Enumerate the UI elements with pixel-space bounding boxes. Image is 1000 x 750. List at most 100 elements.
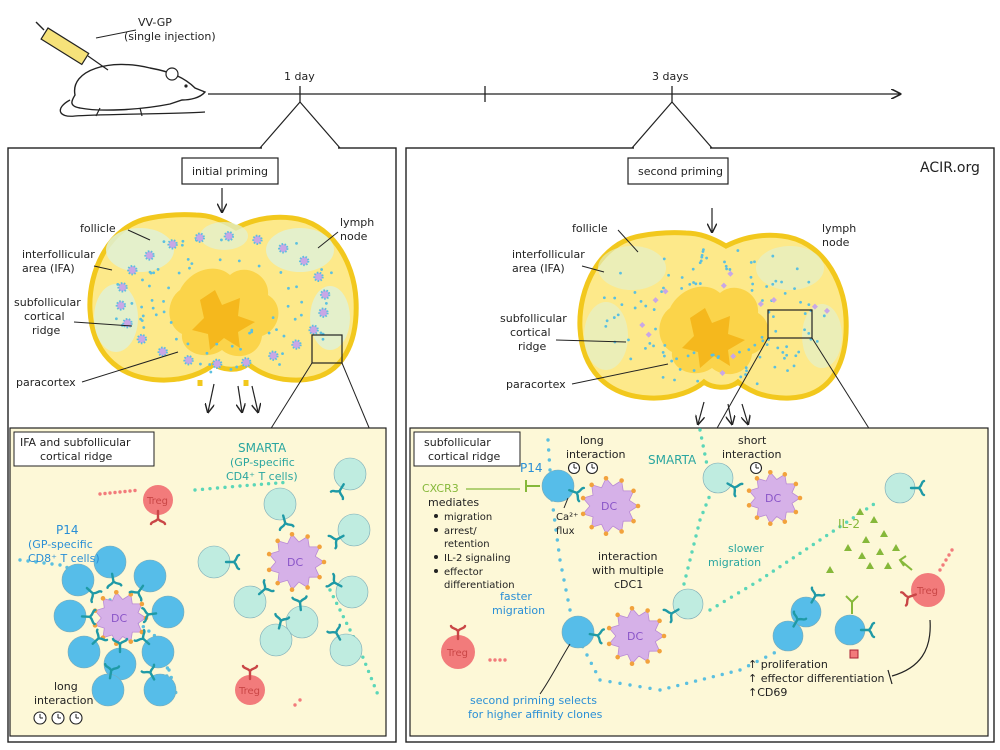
node-cell-dot bbox=[728, 268, 732, 271]
trail-dot bbox=[844, 520, 849, 524]
tcr-receptor bbox=[325, 572, 343, 588]
node-cell-dot bbox=[758, 355, 762, 359]
p14-label: P14 bbox=[56, 523, 79, 537]
node-cell-dot bbox=[612, 316, 616, 319]
dc-cluster bbox=[167, 239, 178, 250]
trail-dot bbox=[682, 582, 686, 586]
left-zoom-title: IFA and subfollicular bbox=[20, 436, 131, 449]
node-cell-dot bbox=[744, 366, 748, 370]
trail-dot bbox=[598, 678, 602, 682]
trail-dot bbox=[707, 495, 711, 500]
smarta-label: SMARTA bbox=[238, 441, 287, 455]
treg-cell bbox=[235, 675, 265, 705]
node-cell-dot bbox=[661, 351, 665, 354]
bullet-differentiation: differentiation bbox=[444, 580, 515, 591]
trail-dot bbox=[618, 681, 622, 686]
node-cell-dot bbox=[180, 243, 184, 247]
trail-dot bbox=[798, 551, 802, 556]
trail-dot bbox=[704, 503, 708, 507]
faster-migration-label-2: migration bbox=[492, 604, 545, 617]
right-label-ridge-2: cortical bbox=[510, 326, 551, 339]
trail-dot bbox=[698, 428, 702, 432]
trail-dot bbox=[554, 528, 558, 532]
node-cell-dot bbox=[783, 356, 786, 360]
node-cell-dot bbox=[815, 339, 819, 343]
trail-dot bbox=[804, 547, 809, 551]
node-cell-dot bbox=[780, 280, 783, 284]
il2-molecule bbox=[880, 530, 888, 537]
trail-dot bbox=[638, 684, 642, 689]
dc-antigen-tip bbox=[317, 544, 322, 550]
node-cell-dot bbox=[250, 328, 254, 332]
dc-speck bbox=[727, 270, 734, 277]
dendritic-cell bbox=[94, 591, 147, 645]
node-cell-dot bbox=[696, 379, 700, 383]
right-zoom-square bbox=[767, 309, 813, 339]
node-cell-dot bbox=[229, 368, 233, 371]
dc-antigen-tip bbox=[782, 519, 788, 524]
trail-dot bbox=[18, 558, 22, 562]
node-cell-dot bbox=[765, 285, 769, 288]
effect-proliferation: ↑ proliferation bbox=[748, 658, 828, 671]
node-cell-dot bbox=[239, 347, 242, 351]
trail-dot bbox=[328, 588, 332, 592]
ca-flux-label-2: flux bbox=[556, 526, 575, 537]
tcr-receptor bbox=[104, 662, 121, 680]
node-cell-dot bbox=[190, 262, 194, 265]
treg-receptor bbox=[241, 664, 259, 681]
node-cell-dot bbox=[150, 299, 154, 302]
node-cell-dot bbox=[175, 337, 178, 341]
il2-molecules bbox=[826, 508, 900, 573]
trail-dot bbox=[208, 486, 212, 491]
node-cell-dot bbox=[652, 308, 656, 311]
node-cell-dot bbox=[711, 353, 715, 357]
selects-label: second priming selects bbox=[470, 694, 597, 707]
right-long-interaction-label-2: interaction bbox=[566, 448, 626, 461]
trail-dot bbox=[493, 658, 497, 662]
treg-label: Treg bbox=[446, 648, 468, 659]
node-cell-dot bbox=[680, 287, 684, 290]
node-cell-dot bbox=[324, 302, 328, 305]
node-cell-dot bbox=[803, 312, 807, 315]
dc-antigen-tip bbox=[139, 601, 145, 607]
dc-antigen-tip bbox=[113, 589, 119, 595]
trail-dot bbox=[564, 588, 568, 592]
trail-dot bbox=[548, 468, 552, 472]
trail-dot bbox=[123, 489, 127, 494]
il2-molecule bbox=[876, 548, 884, 555]
bullet-arrest: arrest/ bbox=[444, 526, 477, 537]
node-cell-dot bbox=[230, 344, 234, 348]
trail-dot bbox=[711, 674, 716, 679]
trail-dot bbox=[699, 436, 704, 440]
ca-flux-label: Ca²⁺ bbox=[556, 512, 578, 523]
mouse-illustration bbox=[59, 63, 207, 117]
treg-receptor bbox=[149, 509, 167, 526]
right-zoom-title: subfollicular bbox=[424, 436, 491, 449]
dc-speck bbox=[719, 370, 726, 377]
p14-cd8-t-cell bbox=[561, 615, 595, 649]
trail-dot bbox=[334, 601, 339, 606]
dc-cluster bbox=[144, 250, 155, 261]
node-cell-dot bbox=[749, 261, 753, 264]
tcr-receptor bbox=[85, 586, 103, 604]
dc-cluster bbox=[298, 255, 310, 267]
dc-antigen-tip bbox=[580, 511, 586, 517]
trail-dot bbox=[729, 670, 733, 674]
node-cell-dot bbox=[286, 304, 290, 308]
trail-dot bbox=[715, 604, 719, 608]
trail-dot bbox=[694, 534, 698, 538]
dendritic-cell bbox=[608, 607, 665, 665]
trail-dot bbox=[720, 672, 724, 677]
node-cell-dot bbox=[633, 291, 637, 294]
tcr-receptor bbox=[291, 595, 308, 612]
left-zoom-title-2: cortical ridge bbox=[40, 450, 113, 463]
node-cell-dot bbox=[807, 331, 811, 335]
right-label-lymph: lymph bbox=[822, 222, 856, 235]
dc-speck bbox=[770, 296, 777, 303]
trail-dot bbox=[108, 491, 112, 495]
trail-dot bbox=[818, 538, 822, 542]
node-cell-dot bbox=[114, 317, 118, 321]
dendritic-cell bbox=[748, 471, 801, 525]
